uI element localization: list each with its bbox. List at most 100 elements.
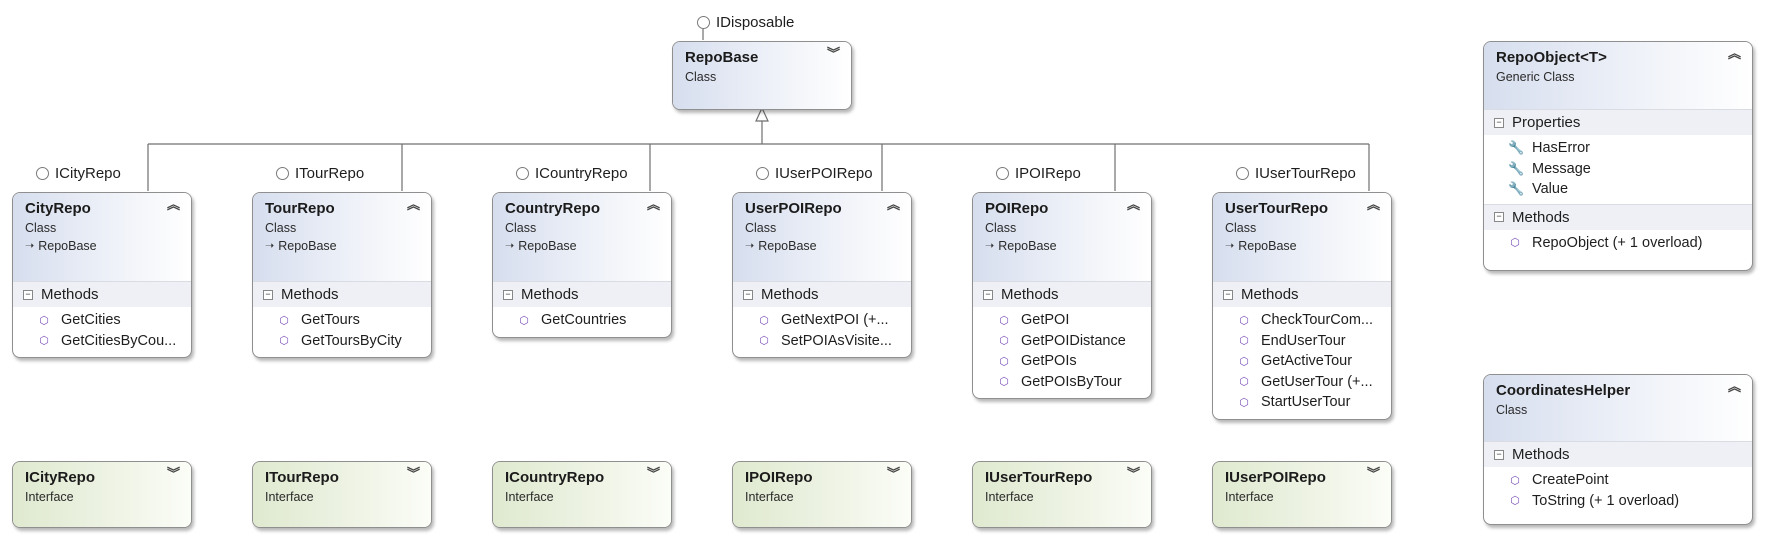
- collapse-section-icon[interactable]: −: [503, 289, 513, 300]
- method-cube-icon: ⬡: [1239, 376, 1249, 389]
- interface-label: IUserPOIRepo: [775, 164, 873, 182]
- class-title: CityRepo: [25, 200, 91, 217]
- class-kind: Class: [25, 221, 57, 235]
- property-item[interactable]: 🔧HasError: [1484, 138, 1752, 159]
- method-item[interactable]: ⬡GetToursByCity: [253, 331, 431, 352]
- coordinateshelper-class-box[interactable]: CoordinatesHelper Class ︽ − Methods ⬡Cre…: [1483, 374, 1753, 525]
- chevron-up-double-icon[interactable]: ︽: [1126, 197, 1140, 212]
- property-item[interactable]: 🔧Value: [1484, 179, 1752, 200]
- collapse-section-icon[interactable]: −: [1494, 117, 1504, 128]
- chevron-up-double-icon[interactable]: ︽: [166, 197, 180, 212]
- chevron-down-double-icon[interactable]: ︾: [886, 466, 900, 481]
- collapse-section-icon[interactable]: −: [1494, 449, 1504, 460]
- chevron-up-double-icon[interactable]: ︽: [886, 197, 900, 212]
- base-class-label: RepoBase: [758, 239, 817, 253]
- inherit-arrow-icon: ➝: [505, 240, 515, 252]
- method-label: GetCities: [61, 312, 121, 329]
- class-kind: Class: [265, 221, 297, 235]
- chevron-down-double-icon[interactable]: ︾: [166, 466, 180, 481]
- method-label: CreatePoint: [1532, 472, 1609, 489]
- collapse-section-icon[interactable]: −: [263, 289, 273, 300]
- collapse-section-icon[interactable]: −: [1223, 289, 1233, 300]
- interface-title: ITourRepo: [265, 469, 339, 486]
- chevron-down-double-icon[interactable]: ︾: [646, 466, 660, 481]
- methods-section-header[interactable]: −Methods: [1213, 281, 1391, 307]
- method-cube-icon: ⬡: [1239, 355, 1249, 368]
- methods-section-header[interactable]: − Methods: [1484, 203, 1752, 230]
- method-item[interactable]: ⬡SetPOIAsVisite...: [733, 331, 911, 352]
- repobase-class-box[interactable]: RepoBase Class ︾: [672, 41, 852, 110]
- method-item[interactable]: ⬡GetCities: [13, 310, 191, 331]
- method-item[interactable]: ⬡StartUserTour: [1213, 392, 1391, 413]
- base-class-ref: ➝RepoBase: [1225, 237, 1379, 255]
- method-item[interactable]: ⬡CheckTourCom...: [1213, 310, 1391, 331]
- method-cube-icon: ⬡: [1239, 314, 1249, 327]
- methods-list: ⬡GetCities⬡GetCitiesByCou...: [13, 307, 191, 355]
- chevron-down-double-icon[interactable]: ︾: [1126, 466, 1140, 481]
- method-item[interactable]: ⬡GetNextPOI (+...: [733, 310, 911, 331]
- chevron-down-double-icon[interactable]: ︾: [1366, 466, 1380, 481]
- interface-kind: Interface: [985, 490, 1034, 504]
- class-title: CountryRepo: [505, 200, 600, 217]
- method-item[interactable]: ⬡GetPOIsByTour: [973, 372, 1151, 393]
- methods-section-header[interactable]: − Methods: [1484, 441, 1752, 467]
- interface-label: ICountryRepo: [535, 164, 628, 182]
- chevron-up-double-icon[interactable]: ︽: [406, 197, 420, 212]
- methods-section-header[interactable]: −Methods: [253, 281, 431, 307]
- repoobject-class-box[interactable]: RepoObject<T> Generic Class ︽ − Properti…: [1483, 41, 1753, 271]
- chevron-up-double-icon[interactable]: ︽: [1727, 46, 1741, 61]
- methods-section-header[interactable]: −Methods: [493, 281, 671, 307]
- method-label: GetToursByCity: [301, 332, 402, 349]
- class-title: POIRepo: [985, 200, 1049, 217]
- method-item[interactable]: ⬡RepoObject (+ 1 overload): [1484, 233, 1752, 254]
- methods-section-header[interactable]: −Methods: [13, 281, 191, 307]
- methods-section-header[interactable]: −Methods: [733, 281, 911, 307]
- method-label: GetCitiesByCou...: [61, 332, 177, 349]
- section-label: Methods: [281, 286, 339, 303]
- method-label: GetPOIsByTour: [1021, 373, 1122, 390]
- method-item[interactable]: ⬡ GetPOIDistance: [973, 331, 1151, 352]
- collapse-section-icon[interactable]: −: [23, 289, 33, 300]
- method-item[interactable]: ⬡EndUserTour: [1213, 331, 1391, 352]
- collapse-section-icon[interactable]: −: [1494, 212, 1504, 222]
- method-cube-icon: ⬡: [999, 335, 1009, 348]
- interface-kind: Interface: [745, 490, 794, 504]
- methods-section-header[interactable]: −Methods: [973, 281, 1151, 307]
- method-label: GetUserTour (+...: [1261, 373, 1373, 390]
- method-label: GetPOIDistance: [1021, 332, 1126, 349]
- method-item[interactable]: ⬡GetTours: [253, 310, 431, 331]
- method-item[interactable]: ⬡GetCountries: [493, 310, 671, 331]
- property-label: Value: [1532, 181, 1569, 198]
- property-item[interactable]: 🔧Message: [1484, 159, 1752, 180]
- method-item[interactable]: ⬡ToString (+ 1 overload): [1484, 491, 1752, 512]
- chevron-up-double-icon[interactable]: ︽: [646, 197, 660, 212]
- chevron-down-double-icon[interactable]: ︾: [826, 46, 840, 61]
- method-item[interactable]: ⬡CreatePoint: [1484, 470, 1752, 491]
- chevron-down-double-icon[interactable]: ︾: [406, 466, 420, 481]
- method-item[interactable]: ⬡GetCitiesByCou...: [13, 331, 191, 352]
- method-item[interactable]: ⬡GetPOIs: [973, 351, 1151, 372]
- lollipop-icon: [1236, 166, 1249, 180]
- properties-section-header[interactable]: − Properties: [1484, 109, 1752, 135]
- collapse-section-icon[interactable]: −: [983, 289, 993, 300]
- collapse-section-icon[interactable]: −: [743, 289, 753, 300]
- chevron-up-double-icon[interactable]: ︽: [1727, 379, 1741, 394]
- section-label: Methods: [761, 286, 819, 303]
- method-item[interactable]: ⬡GetActiveTour: [1213, 351, 1391, 372]
- method-item[interactable]: ⬡ GetUserTour (+...: [1213, 372, 1391, 393]
- methods-list: ⬡GetTours⬡GetToursByCity: [253, 307, 431, 355]
- chevron-up-double-icon[interactable]: ︽: [1366, 197, 1380, 212]
- method-item[interactable]: ⬡GetPOI: [973, 310, 1151, 331]
